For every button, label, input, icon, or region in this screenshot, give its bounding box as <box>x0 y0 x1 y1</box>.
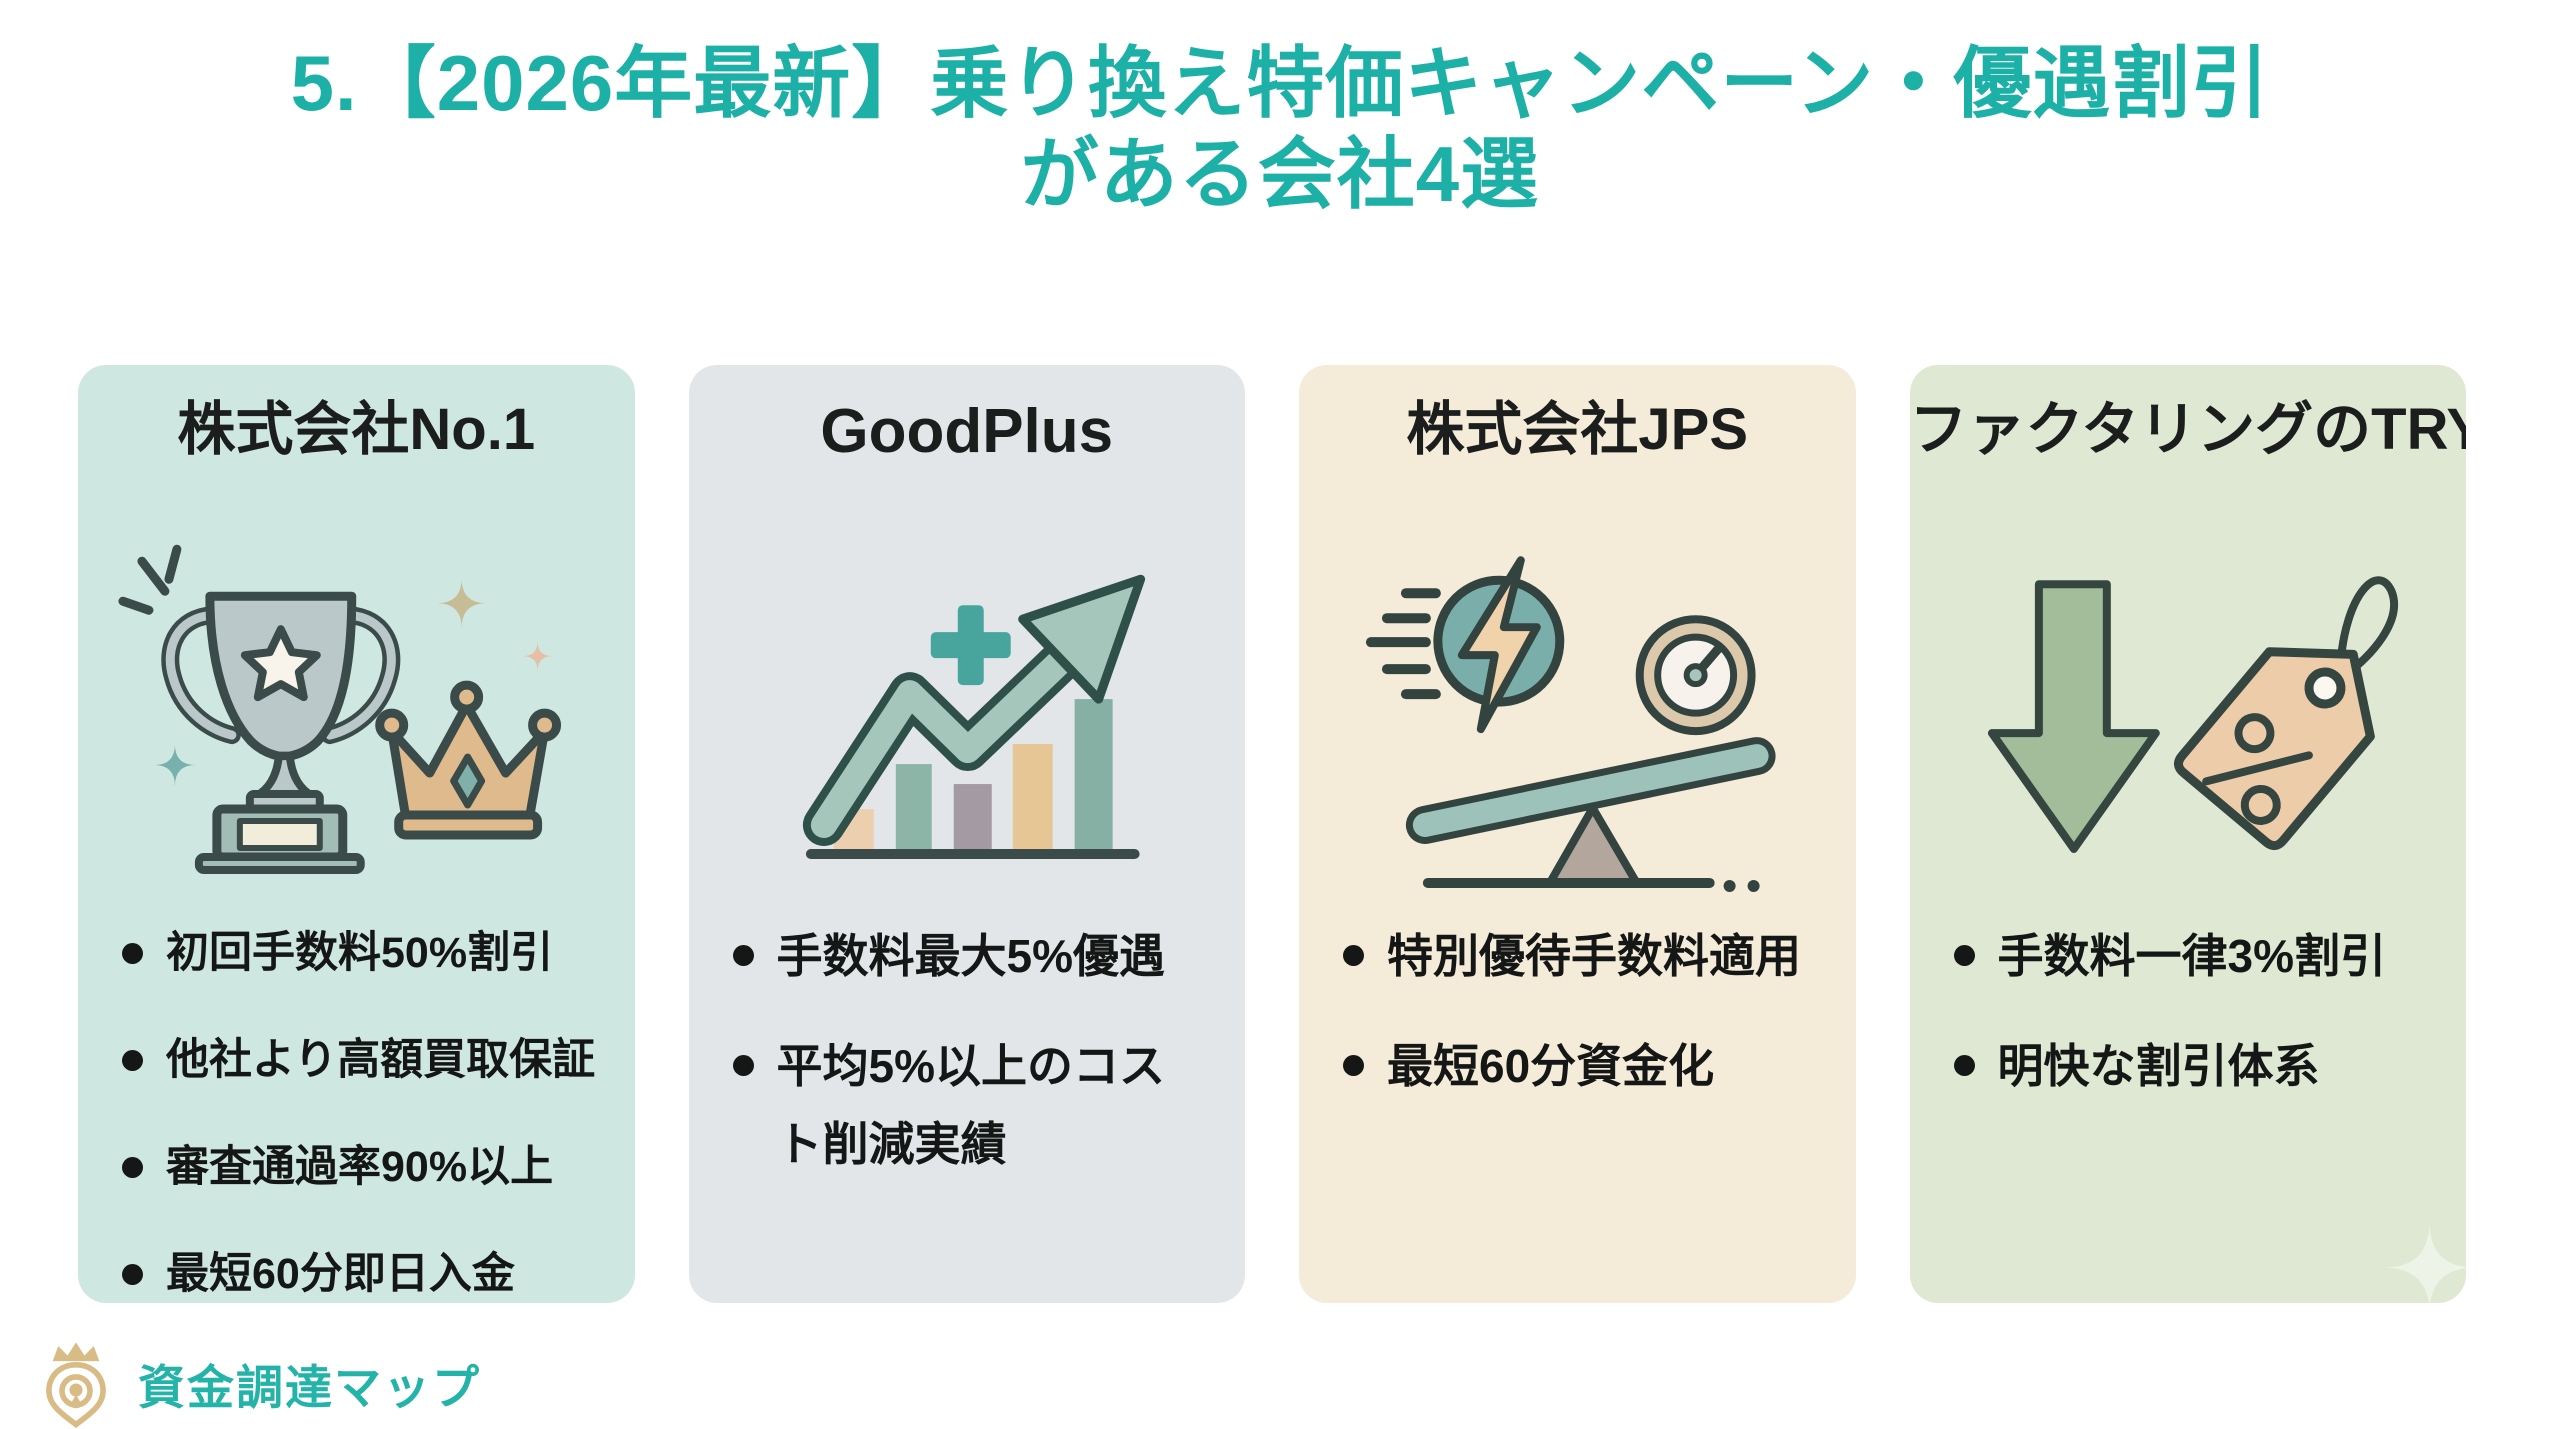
bullet-item: 明快な割引体系 <box>1952 1027 2452 1105</box>
card-title: ファクタリングのTRY <box>1909 397 2467 462</box>
card-jps: 株式会社JPS 特別優待手数料適用 最短60分資金化 <box>1299 365 1856 1303</box>
bullet-list: 手数料一律3%割引 明快な割引体系 <box>1952 917 2452 1137</box>
sparkle-icon <box>2383 1221 2466 1303</box>
speed-gauge-seesaw-icon <box>1365 556 1776 892</box>
down-arrow-icon <box>1987 580 2160 853</box>
sparkles-icon <box>153 578 553 787</box>
bullet-list: 手数料最大5%優遇 平均5%以上のコスト削減実績 <box>731 917 1193 1216</box>
bullet-item: 審査通過率90%以上 <box>120 1131 620 1204</box>
card-title: GoodPlus <box>820 397 1114 466</box>
page-title-line2: がある会社4選 <box>1020 130 1540 219</box>
bullet-item: 他社より高額買取保証 <box>120 1024 620 1097</box>
brand-name: 資金調達マップ <box>138 1360 481 1414</box>
brand-footer: 資金調達マップ <box>34 1338 481 1428</box>
bullet-item: 最短60分資金化 <box>1341 1027 1841 1105</box>
plus-icon <box>930 605 1011 686</box>
crown-icon <box>375 680 562 840</box>
card-company-no1: 株式会社No.1 初回手数料50%割引 他社より高額買取保証 審査通過率90%以… <box>78 365 635 1303</box>
discount-arrow-price-tag-icon <box>1987 576 2466 1303</box>
lightning-bolt-icon <box>1433 556 1565 734</box>
tag-string-icon <box>2336 576 2398 678</box>
page-title: 5.【2026年最新】乗り換え特価キャンペーン・優遇割引 がある会社4選 <box>0 38 2560 221</box>
bullet-item: 特別優待手数料適用 <box>1341 917 1841 995</box>
bullet-item: 平均5%以上のコスト削減実績 <box>731 1027 1193 1183</box>
bullet-item: 手数料一律3%割引 <box>1952 917 2452 995</box>
bullet-item: 最短60分即日入金 <box>120 1238 620 1303</box>
card-try: ファクタリングのTRY 手数料一律3%割引 明快な割引体系 <box>1909 365 2467 1303</box>
gauge-icon <box>1635 615 1756 736</box>
trophy-crown-icon <box>118 544 562 874</box>
bullet-item: 手数料最大5%優遇 <box>731 917 1193 995</box>
crown-map-pin-icon <box>46 1342 106 1428</box>
bullet-list: 特別優待手数料適用 最短60分資金化 <box>1341 917 1841 1137</box>
card-title: 株式会社JPS <box>1406 397 1749 462</box>
bullet-list: 初回手数料50%割引 他社より高額買取保証 審査通過率90%以上 最短60分即日… <box>120 917 620 1303</box>
percent-icon <box>2201 713 2313 825</box>
page-title-line1: 5.【2026年最新】乗り換え特価キャンペーン・優遇割引 <box>290 39 2270 127</box>
price-tag-icon <box>2173 647 2375 851</box>
speed-lines-icon <box>1365 588 1441 700</box>
company-cards-row: 株式会社No.1 初回手数料50%割引 他社より高額買取保証 審査通過率90%以… <box>78 365 2466 1303</box>
card-title: 株式会社No.1 <box>177 397 536 462</box>
growth-chart-arrow-icon <box>802 574 1145 859</box>
up-arrow-icon <box>802 574 1145 846</box>
burst-lines-icon <box>118 544 182 615</box>
card-goodplus: GoodPlus 手数料最大5%優遇 平均5%以上のコスト削減実績 <box>688 365 1245 1303</box>
seesaw-icon <box>1405 737 1776 892</box>
trophy-icon <box>161 591 401 874</box>
bullet-item: 初回手数料50%割引 <box>120 917 620 990</box>
